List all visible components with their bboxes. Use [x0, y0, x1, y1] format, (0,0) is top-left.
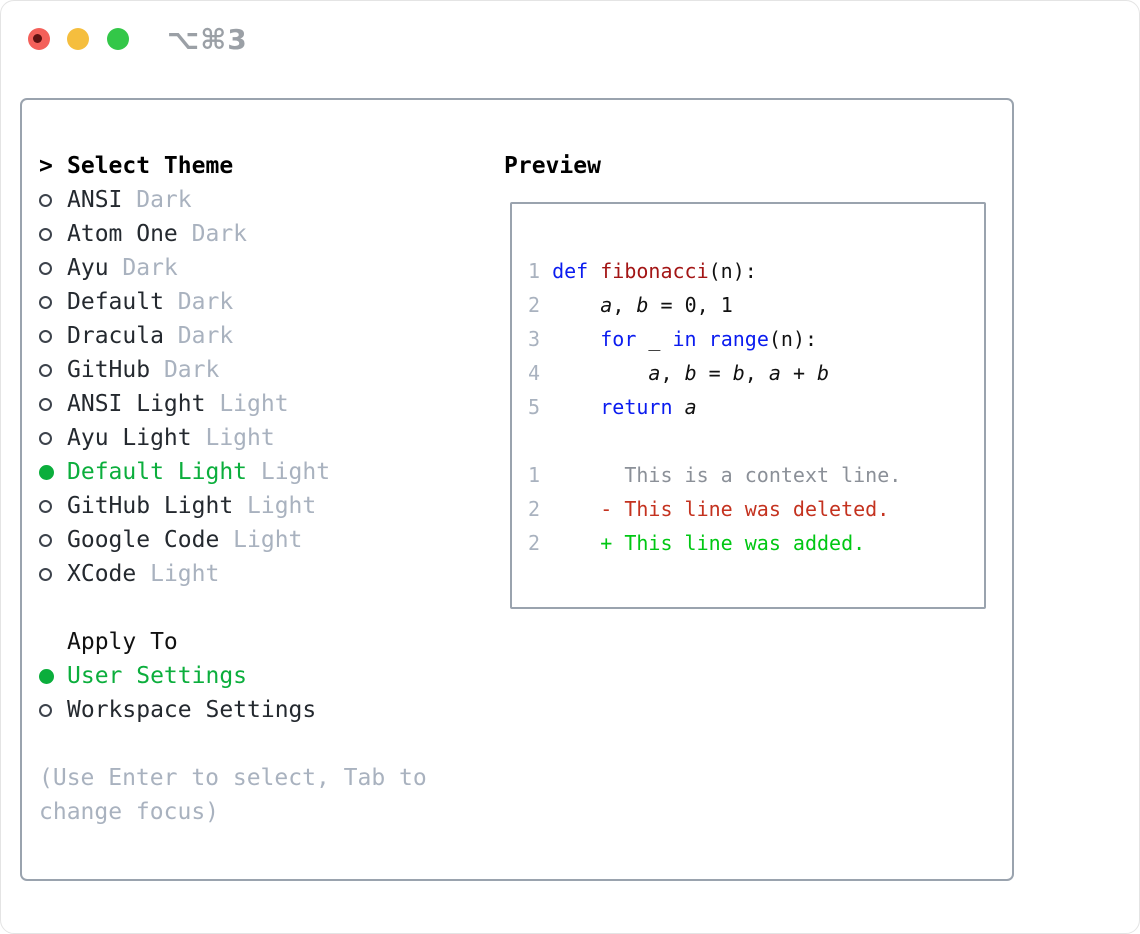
theme-option-default[interactable]: Default Dark	[39, 285, 499, 319]
radio-icon	[39, 567, 52, 581]
radio-icon	[39, 329, 52, 343]
variant-label: Dark	[136, 187, 192, 213]
theme-option-ansi[interactable]: ANSI Dark	[39, 183, 499, 217]
theme-option-github[interactable]: GitHub Dark	[39, 353, 499, 387]
code-line	[528, 424, 984, 458]
zoom-button[interactable]	[107, 28, 129, 50]
code-line: 1 def fibonacci(n):	[528, 259, 757, 283]
code-line: 2 a, b = 0, 1	[528, 293, 733, 317]
theme-option-ansi-light[interactable]: ANSI Light Light	[39, 387, 499, 421]
variant-label: Light	[219, 391, 289, 417]
variant-label: Light	[150, 561, 220, 587]
option-label: GitHub Light	[67, 493, 234, 519]
theme-option-ayu-light[interactable]: Ayu Light Light	[39, 421, 499, 455]
title-bar: ⌥⌘3	[1, 1, 1139, 77]
code-line: 2 + This line was added.	[528, 531, 866, 555]
code-line: 2 - This line was deleted.	[528, 497, 890, 521]
select-theme-title: Select Theme	[67, 153, 234, 179]
variant-label: Dark	[163, 357, 220, 383]
option-label: User Settings	[67, 663, 248, 689]
option-label: Ayu	[67, 255, 109, 281]
radio-icon	[39, 295, 52, 309]
radio-icon	[39, 533, 52, 547]
variant-label: Light	[260, 459, 331, 485]
theme-option-atom-one[interactable]: Atom One Dark	[39, 217, 499, 251]
variant-label: Dark	[122, 255, 178, 281]
apply-to-heading: Apply To	[39, 625, 499, 659]
option-label: Workspace Settings	[67, 697, 317, 723]
option-label: Dracula	[67, 323, 164, 349]
option-label: GitHub	[67, 357, 151, 383]
theme-option-ayu[interactable]: Ayu Dark	[39, 251, 499, 285]
preview-code: 1 def fibonacci(n): 2 a, b = 0, 1 3 for _ …	[512, 204, 984, 560]
radio-icon	[39, 261, 52, 275]
radio-selected-icon	[39, 464, 54, 480]
window-focus-dot-icon	[33, 34, 42, 43]
radio-icon	[39, 363, 52, 377]
theme-option-dracula[interactable]: Dracula Dark	[39, 319, 499, 353]
option-label: Ayu Light	[67, 425, 192, 451]
window-shortcut-label: ⌥⌘3	[167, 23, 248, 56]
apply-option-workspace-settings[interactable]: Workspace Settings	[39, 693, 499, 727]
focus-caret-icon: >	[39, 153, 53, 179]
radio-icon	[39, 499, 52, 513]
theme-option-github-light[interactable]: GitHub Light Light	[39, 489, 499, 523]
apply-to-title: Apply To	[67, 629, 178, 655]
option-label: ANSI	[67, 187, 123, 213]
option-label: Default	[67, 289, 164, 315]
preview-pane: 1 def fibonacci(n): 2 a, b = 0, 1 3 for _ …	[510, 202, 986, 609]
theme-list-heading: > Select Theme	[39, 149, 499, 183]
variant-label: Light	[233, 527, 303, 553]
radio-selected-icon	[39, 668, 54, 684]
variant-label: Light	[205, 425, 275, 451]
code-line: 4 a, b = b, a + b	[528, 361, 830, 385]
radio-icon	[39, 193, 52, 207]
code-line: 1 This is a context line.	[528, 463, 902, 487]
radio-icon	[39, 703, 52, 717]
apply-option-user-settings[interactable]: User Settings	[39, 659, 499, 693]
option-label: Atom One	[67, 221, 178, 247]
minimize-button[interactable]	[67, 28, 89, 50]
radio-icon	[39, 431, 52, 445]
theme-option-xcode[interactable]: XCode Light	[39, 557, 499, 591]
variant-label: Dark	[191, 221, 248, 247]
code-line: 5 return a	[528, 395, 697, 419]
radio-icon	[39, 227, 52, 241]
option-label: Default Light	[67, 459, 248, 485]
close-button[interactable]	[28, 28, 50, 50]
option-label: Google Code	[67, 527, 220, 553]
option-label: ANSI Light	[67, 391, 206, 417]
theme-option-google-code[interactable]: Google Code Light	[39, 523, 499, 557]
keyboard-hint: (Use Enter to select, Tab to change focu…	[39, 765, 427, 825]
variant-label: Dark	[177, 323, 234, 349]
variant-label: Dark	[177, 289, 234, 315]
preview-title: Preview	[504, 153, 601, 179]
option-label: XCode	[67, 561, 137, 587]
variant-label: Light	[247, 493, 317, 519]
theme-option-default-light[interactable]: Default Light Light	[39, 455, 499, 489]
code-line: 3 for _ in range(n):	[528, 327, 818, 351]
radio-icon	[39, 397, 52, 411]
